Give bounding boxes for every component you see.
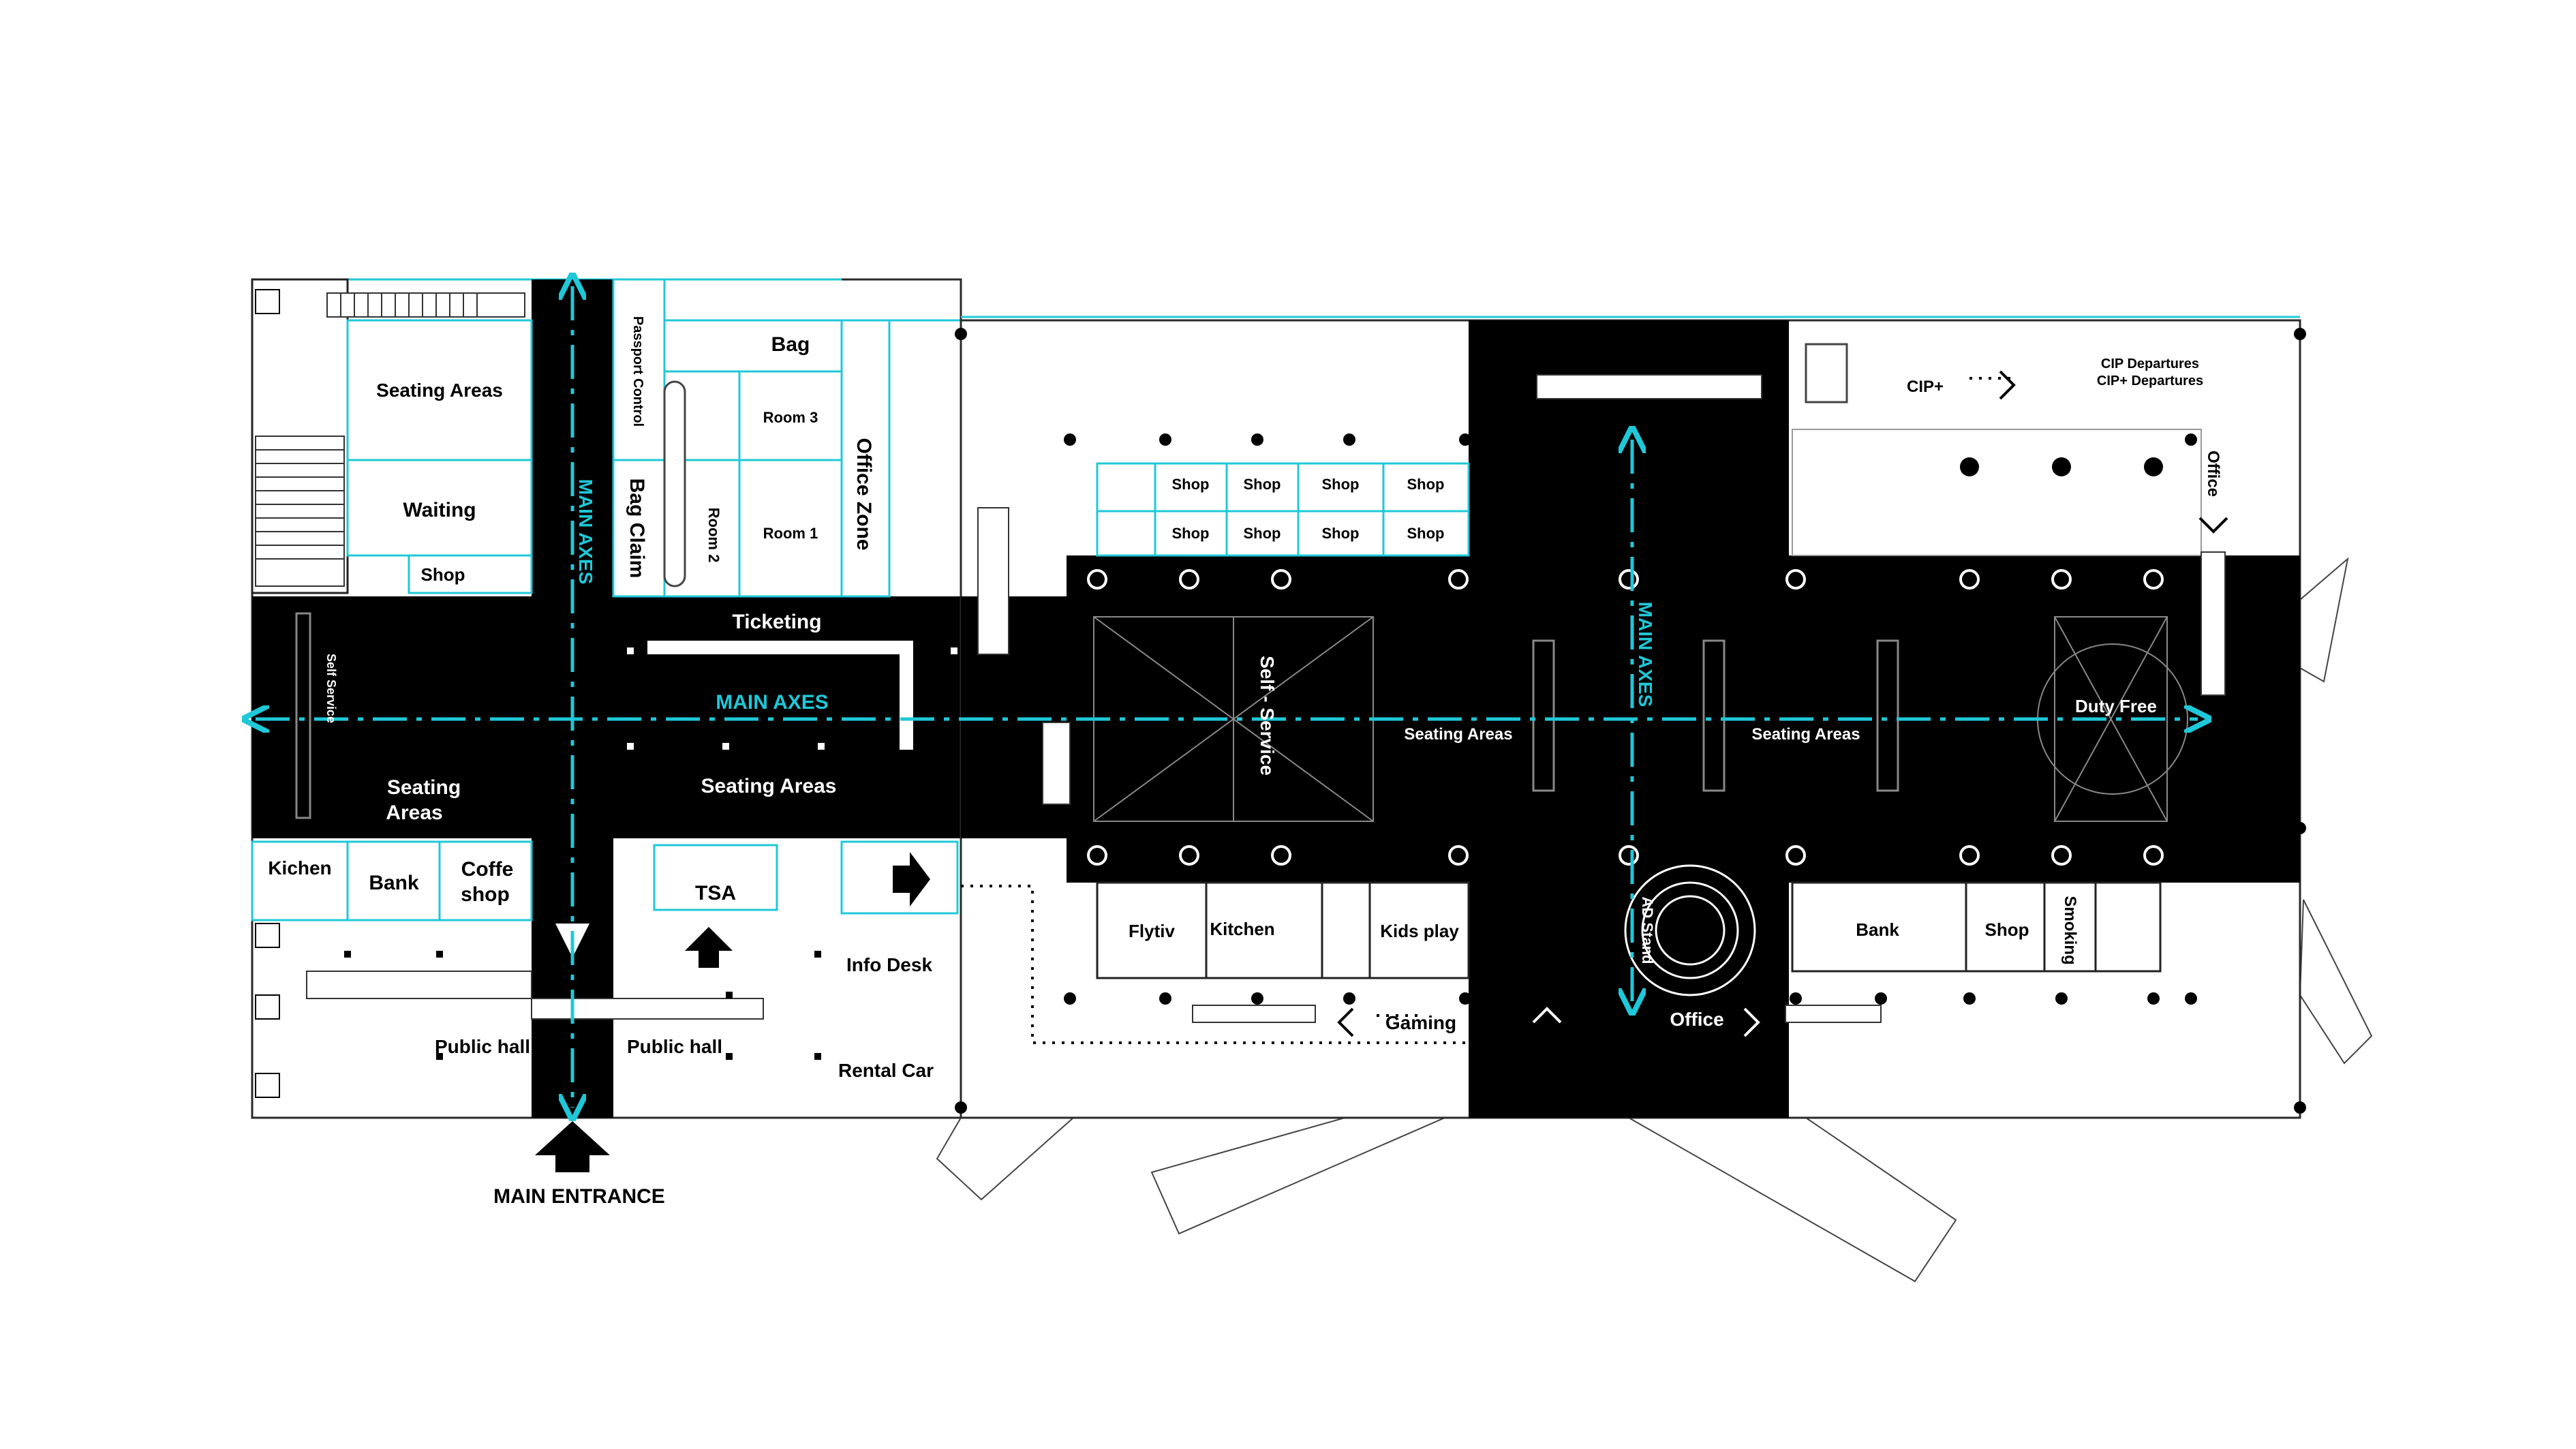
bank-room-west [346,840,441,921]
label-room-2: Room 2 [705,508,722,563]
office-zone-room [840,319,891,598]
seating-areas-top-room [346,319,533,461]
cip-box [1805,343,1848,403]
label-shop-top-4: Shop [1407,476,1445,493]
west-icons [255,289,280,1098]
chevron-icons-light [1532,1007,1760,1037]
coffee-shop-room [438,840,533,921]
label-main-axes-vertical-west: MAIN AXES [575,479,596,585]
west-stairs-left [255,436,345,587]
label-waiting: Waiting [403,499,476,521]
label-coffee-2: shop [461,883,510,906]
label-coffee-1: Coffe [461,858,514,881]
bag-claim-carousel [663,380,686,588]
label-ad-stand: AD Stand [1639,897,1656,964]
waiting-room [346,459,533,557]
shop-west-room [408,554,533,594]
label-cip-departures: CIP Departures [2101,356,2199,371]
label-main-entrance: MAIN ENTRANCE [493,1185,665,1208]
west-columns [344,951,821,1060]
label-duty-free: Duty Free [2075,696,2157,716]
label-seating-left-2: Areas [386,802,442,824]
chevron-up-icon [1532,1007,1562,1024]
jet-bridges [936,557,2373,1283]
label-ticketing: Ticketing [732,611,821,633]
label-seating-areas-east-2: Seating Areas [1751,725,1860,744]
label-seating-areas-east-1: Seating Areas [1404,725,1512,744]
label-rental-car: Rental Car [838,1060,934,1081]
east-hall [936,316,2373,1283]
chevron-left-icon [1337,1007,1354,1037]
label-smoking: Smoking [2061,896,2079,964]
kitchen-room [251,840,349,921]
main-entrance-arrow [535,1121,610,1172]
room-1 [738,459,843,598]
label-kitchen-east: Kitchen [1210,919,1274,939]
label-shop-bottom-1: Shop [1172,525,1210,542]
tsa-up-arrow [685,927,733,968]
label-self-service-west: Self Service [324,654,338,723]
label-public-hall-left: Public hall [435,1036,530,1057]
label-shop-bottom-3: Shop [1322,525,1360,542]
label-passport-control: Passport Control [630,316,645,427]
label-main-axes-horizontal: MAIN AXES [716,691,829,714]
chevron-right-icon [1999,370,2016,400]
label-kids-play: Kids play [1380,921,1459,941]
label-main-axes-vertical-east: MAIN AXES [1635,602,1656,707]
chevron-right-icon-office [1743,1007,1760,1037]
west-escalator-top [326,292,525,318]
chevron-down-icon [2198,517,2228,534]
label-room-1: Room 1 [763,525,818,542]
label-shop-top-2: Shop [1244,476,1281,493]
passport-control-room [612,278,666,461]
label-office-right: Office [2204,451,2222,497]
label-tsa: TSA [695,882,736,904]
label-self-service-east: Self - Service [1257,656,1278,776]
label-flytiv: Flytiv [1129,921,1175,941]
dotted-paths [961,377,2010,1044]
label-cip: CIP+ [1907,378,1944,396]
label-bank-west: Bank [369,872,419,894]
main-axes-lines [256,286,2198,1108]
label-seating-center: Seating Areas [701,775,837,797]
bag-room [663,319,843,373]
concourse-columns [1087,569,2164,866]
ticketing-counter [647,641,913,654]
top-shops-block [1096,462,1470,557]
tsa-room [653,844,778,911]
label-shop-east: Shop [1985,919,2029,940]
label-room-3: Room 3 [763,409,818,426]
room-3 [738,370,843,461]
label-gaming: Gaming [1385,1012,1456,1033]
ticketing-counter-return [900,641,913,750]
upper-columns [955,328,2306,1114]
label-cip-plus-departures: CIP+ Departures [2097,373,2203,388]
chevron-icons [1337,370,2228,1037]
label-shop-bottom-4: Shop [1407,525,1445,542]
label-bag: Bag [771,333,810,356]
label-shop-top-3: Shop [1322,476,1360,493]
upper-right-area [1792,429,2202,556]
east-escalators [977,374,2226,1023]
label-seating-left-1: Seating [387,776,461,799]
label-public-hall-right: Public hall [627,1036,722,1057]
label-seating-areas-top: Seating Areas [376,380,503,401]
label-bank-east: Bank [1856,919,1899,940]
corridor-columns [627,647,957,750]
label-office-zone: Office Zone [853,438,875,550]
bottom-right-rooms [1791,881,2162,973]
label-shop-bottom-2: Shop [1244,525,1281,542]
label-office-bottom: Office [1670,1009,1723,1030]
label-shop-west: Shop [421,564,465,585]
west-wing [251,278,962,1172]
right-direction-arrow [893,852,930,906]
label-shop-top-1: Shop [1172,476,1210,493]
bottom-left-rooms [1096,881,1470,979]
label-bag-claim: Bag Claim [626,478,648,579]
label-info-desk: Info Desk [846,954,932,975]
label-kitchen-west: Kichen [268,857,331,879]
